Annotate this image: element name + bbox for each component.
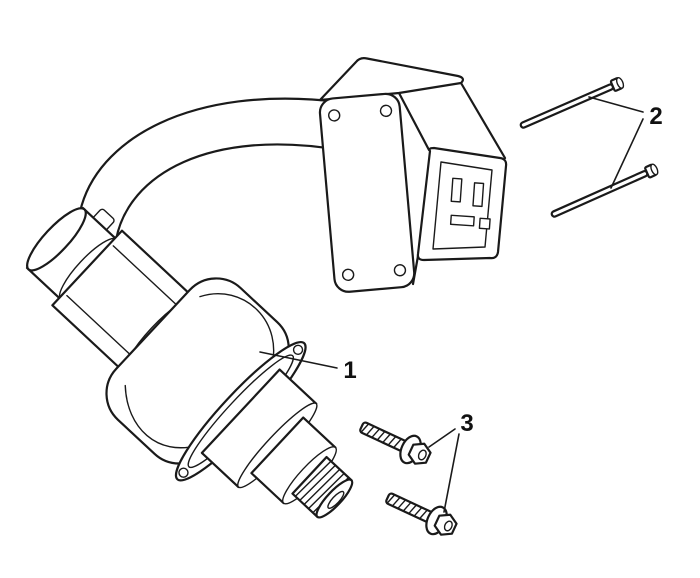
hex-head-face <box>443 520 453 532</box>
bolt-head-cap <box>650 163 659 176</box>
motor-rear-face <box>26 207 87 272</box>
plug-pin-square <box>478 217 491 230</box>
long-bolt-upper <box>519 76 625 129</box>
shaft-tip <box>327 490 345 509</box>
bolt-head-cap <box>615 76 625 89</box>
callout-part2: 2 <box>649 103 662 130</box>
thread-line <box>386 494 395 504</box>
through-bolt-line <box>66 294 135 360</box>
thread-line <box>371 428 380 438</box>
spline-line <box>304 469 340 505</box>
thread-line <box>392 497 401 507</box>
leader-line-part1 <box>259 351 338 369</box>
connector-top-right-edge <box>459 81 507 160</box>
bell-dome-accent-2 <box>124 384 199 449</box>
connector-front-face <box>318 92 416 293</box>
thread-line <box>408 504 417 514</box>
thread-line <box>387 436 397 446</box>
bolt-shaft <box>550 169 649 218</box>
flange-bolt-lower <box>385 492 458 536</box>
connector-block <box>318 57 508 293</box>
cable-outer-line <box>78 97 342 214</box>
screw-hole <box>328 109 341 122</box>
screw-hole <box>341 268 355 281</box>
connector-top-face <box>318 57 465 102</box>
thread-line <box>366 426 375 436</box>
flange-bolt-hole <box>292 344 304 355</box>
connector-front-face-group <box>318 92 416 293</box>
cable-inner-line <box>114 143 342 242</box>
long-bolt-lower <box>550 163 659 218</box>
screw-hole <box>393 264 407 277</box>
spline-line <box>308 473 345 509</box>
thread-line <box>360 423 369 433</box>
connector-socket-rim <box>432 161 493 250</box>
plug-pin-blade <box>472 182 485 208</box>
callout-part1: 1 <box>343 357 356 384</box>
plug-pin-blade <box>450 177 463 203</box>
starter-motor <box>25 206 354 519</box>
flange-bolt-upper <box>359 421 432 465</box>
thread-line <box>402 502 412 512</box>
connector-plug-crease <box>397 91 431 152</box>
thread-line <box>397 499 406 509</box>
leader-line-part2-lower <box>610 118 644 189</box>
plug-pins <box>449 177 491 230</box>
power-cable <box>78 97 342 242</box>
thread-line <box>376 431 386 441</box>
thread-line <box>382 433 391 443</box>
spline-line <box>295 461 331 497</box>
thread-line <box>413 507 423 517</box>
flange-bolt-hole <box>178 467 189 478</box>
through-bolt-line <box>112 245 182 310</box>
screw-hole <box>379 104 393 118</box>
plug-pin-blade <box>449 214 475 227</box>
hex-head-face <box>417 449 427 461</box>
spline-line <box>299 465 336 501</box>
leader-line-part3-upper <box>428 428 456 448</box>
callout-part3: 3 <box>460 410 473 437</box>
leader-line-part3-lower <box>443 433 460 513</box>
bolt-shaft <box>519 83 615 129</box>
leader-line-part2-upper <box>588 96 644 113</box>
thread-line <box>393 438 402 448</box>
thread-line <box>419 509 428 519</box>
